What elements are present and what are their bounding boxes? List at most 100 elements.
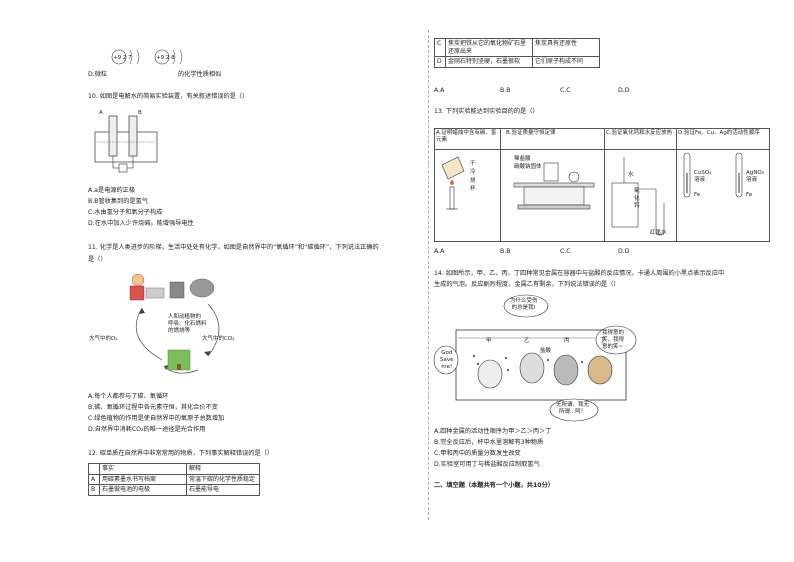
- q10-stem: 10. 如图是电解水的简易实验装置，有关叙述错误的是（）: [88, 93, 249, 100]
- q11-option-a[interactable]: A.每个人都参与了碳、氧循环: [88, 393, 169, 400]
- section-2-heading: 二、填空题（本题共有一个小题，共10分）: [434, 482, 554, 489]
- q13-header-d: D.验证Fe、Cu、Ag的活动性顺序: [678, 130, 760, 136]
- q13-a-char-4: 杯: [470, 185, 476, 192]
- table-cell: 常温下碳的化学性质稳定: [186, 473, 260, 485]
- atom2-text: +9 2 8: [156, 55, 175, 61]
- q12-answer-d[interactable]: D.D: [618, 87, 630, 94]
- q13-col-divider-2: [604, 128, 605, 242]
- q14-bubble-2: God Save me!: [440, 350, 454, 371]
- table-cell: 用碳素墨水书写档案: [99, 473, 187, 485]
- q13-d-cuso4: CuSO₄ 溶液: [694, 170, 711, 184]
- q11-stem: 11. 化学是人类进步的阶梯，生活中处处有化学，如图是自然界中的“氧循环”和“碳…: [88, 244, 379, 251]
- metal-jia: 甲: [486, 338, 492, 344]
- table-row: A 用碳素墨水书写档案 常温下碳的化学性质稳定: [88, 473, 260, 485]
- table-row: D 金刚石特别坚硬，石墨很软 它们原子构成不同: [434, 56, 600, 68]
- q13-c-ink: 红墨水: [650, 230, 667, 236]
- o2-label: 大气中的O₂: [89, 336, 118, 342]
- q13-col-divider-3: [676, 128, 677, 242]
- q12-answer-c[interactable]: C.C: [560, 87, 571, 94]
- atom1-text: +9 2 7: [113, 55, 132, 61]
- table-row: 事实 解释: [88, 463, 260, 475]
- table-cell: B: [88, 484, 100, 496]
- q14-bubble-1: 为什么受伤 的总是我!: [510, 298, 538, 312]
- q14-bubble-3-line-2: 笑，我得: [602, 337, 625, 344]
- q11-option-d[interactable]: D.自然界中消耗CO₂的唯一途径是光合作用: [88, 426, 206, 433]
- q10-option-d[interactable]: D.在水中加入少许烧碱，能增强导电性: [88, 220, 194, 227]
- q12-table: 事实 解释 A 用碳素墨水书写档案 常温下碳的化学性质稳定 B 石墨做电池的电极…: [88, 463, 260, 496]
- q13-answer-c[interactable]: C.C: [560, 248, 571, 255]
- q13-d-cuso4-2: 溶液: [694, 177, 706, 184]
- q13-answer-b[interactable]: B.B: [500, 248, 511, 255]
- q14-stem-2: 生成的气泡。反应剧烈程度，金属乙有剩余，下列说法错误的是（）: [434, 281, 620, 288]
- q10-label-a: A: [99, 110, 103, 116]
- q14-option-b[interactable]: B.完全反应后，杯中水里溶解有3种物质: [434, 439, 544, 446]
- column-divider: [428, 30, 429, 520]
- carbon-oxygen-cycle-diagram: [129, 273, 220, 374]
- q13-header-b: B.验证质量守恒定律: [506, 130, 556, 136]
- q14-option-c[interactable]: C.甲和丙中的质量分数发生改变: [434, 450, 521, 457]
- q10-option-a[interactable]: A.a是电源的正极: [88, 187, 136, 194]
- q13-c-solid-1: 氧: [634, 188, 640, 194]
- q13-header-c: C.验证氧化钙和水反应放热: [606, 130, 673, 136]
- q14-bubble-2-line-3: me!: [441, 364, 453, 371]
- q9-option-d-tail: 的化学性质相似: [178, 71, 222, 78]
- q14-bubble-1-line-1: 为什么受伤: [510, 298, 538, 304]
- q12-answer-b[interactable]: B.B: [500, 87, 511, 94]
- table-cell: D: [434, 56, 446, 68]
- q13-c-solid: 氧 化 钙: [634, 188, 640, 211]
- q12-answer-a[interactable]: A.A: [434, 87, 445, 94]
- candle-beaker-diagram: [441, 156, 465, 210]
- cao-water-diagram: [611, 157, 665, 236]
- table-cell: 石墨做电池的电极: [99, 484, 187, 496]
- q11-center-line-2: 呼吸、化石燃料: [168, 321, 207, 328]
- table-cell: 它们原子构成不同: [532, 56, 600, 68]
- q13-a-char-1: 干: [470, 161, 476, 167]
- q13-a-char-3: 烧: [470, 177, 476, 184]
- acid-label: 盐酸: [540, 348, 552, 354]
- q13-answer-a[interactable]: A.A: [434, 248, 445, 255]
- table-cell: 焦炭把铁从它的氧化物矿石里还原出来: [445, 38, 533, 57]
- q13-col-divider-1: [500, 128, 501, 242]
- q13-d-cuso4-1: CuSO₄: [694, 170, 712, 176]
- table-header-cell: [88, 463, 100, 475]
- q14-option-a[interactable]: A.四种金属的活动性顺序为甲＞乙＞丙＞丁: [434, 428, 552, 435]
- q14-stem: 14. 如图所示，甲、乙、丙、丁四种常见金属在容器中与盐酸的反应情况，卡通人周围…: [434, 270, 725, 277]
- table-cell: 焦炭具有还原性: [532, 38, 600, 57]
- q13-b-label-1: 稀盐酸: [514, 156, 531, 162]
- q13-answer-d[interactable]: D.D: [618, 248, 630, 255]
- electrolysis-apparatus: [94, 115, 158, 173]
- table-cell: C: [434, 38, 446, 57]
- q10-label-b: B: [138, 110, 142, 116]
- q14-bubble-2-line-1: God: [441, 350, 453, 356]
- q14-bubble-5-line-2: 所谓...呵！: [558, 409, 587, 416]
- q13-experiment-table: [434, 128, 770, 242]
- q13-header-a: A.证明蜡烛中含有碳、氢元素: [436, 130, 497, 143]
- q13-c-solid-3: 钙: [634, 203, 640, 210]
- test-tubes-diagram: [683, 152, 743, 198]
- q13-d-agno3: AgNO₃ 溶液: [746, 170, 764, 184]
- q13-d-fe2: Fe: [746, 192, 753, 198]
- co2-label: 大气中的CO₂: [202, 336, 235, 342]
- q11-option-c[interactable]: C.绿色植物的作用是使自然界中的氧原子总数增加: [88, 415, 225, 422]
- table-cell: 金刚石特别坚硬，石墨很软: [445, 56, 533, 68]
- q9-option-d[interactable]: D.微粒: [88, 71, 108, 78]
- q14-bubble-3: 我得意的 笑，我得 意的笑~: [602, 330, 624, 351]
- q13-header-row: [434, 128, 770, 150]
- q10-option-b[interactable]: B.B管收集到的是氢气: [88, 198, 148, 205]
- q13-d-fe1: Fe: [694, 192, 701, 198]
- table-header-cell: 事实: [99, 463, 187, 475]
- q13-c-solid-2: 化: [634, 195, 640, 202]
- q11-option-b[interactable]: B.碳、氧循环过程中各元素守恒，其化合价不变: [88, 404, 218, 411]
- q13-a-label: 干 冷 烧 杯: [470, 160, 476, 193]
- metal-yi: 乙: [524, 338, 530, 344]
- table-header-cell: 解释: [186, 463, 260, 475]
- metal-ding: 丁: [600, 338, 606, 344]
- q10-option-c[interactable]: C.水由氢分子和氧分子构成: [88, 209, 163, 216]
- q14-bubble-5: 无所谓，我无 所谓...呵！: [556, 402, 589, 416]
- q14-bubble-2-line-2: Save: [440, 357, 454, 364]
- atom-diagram: [111, 49, 183, 65]
- table-cell: 石墨能导电: [186, 484, 260, 496]
- q14-option-d[interactable]: D.实验室可用丁与稀盐酸反应制取氢气: [434, 461, 540, 468]
- table-row: C 焦炭把铁从它的氧化物矿石里还原出来 焦炭具有还原性: [434, 38, 600, 57]
- balance-diagram: [513, 162, 595, 210]
